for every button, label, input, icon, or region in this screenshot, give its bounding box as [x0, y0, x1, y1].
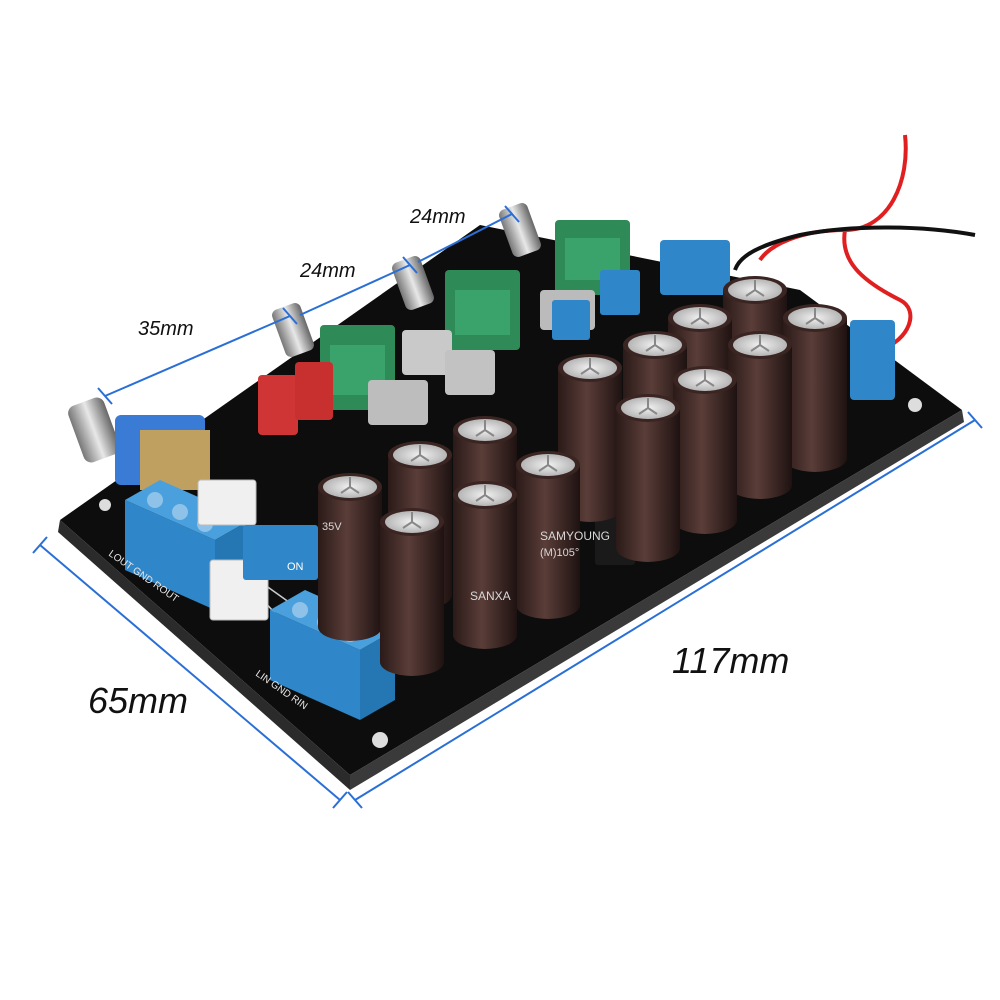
svg-text:35V: 35V: [322, 521, 342, 533]
dimension-label-length: 117mm: [672, 640, 790, 681]
capacitor-labels: SAMYOUNG (M)105° SANXA 35V: [322, 521, 610, 603]
svg-text:(M)105°: (M)105°: [540, 547, 579, 559]
dip-switch: ON: [243, 525, 318, 580]
svg-text:SAMYOUNG: SAMYOUNG: [540, 529, 610, 543]
potentiometer-3: [392, 256, 520, 350]
svg-text:ON: ON: [287, 561, 304, 573]
dimension-label-knob-spacing-1: 35mm: [138, 318, 194, 340]
dimension-lines: [32, 205, 983, 809]
potentiometer-1: [68, 397, 210, 490]
dimension-label-width: 65mm: [88, 680, 189, 721]
dimension-label-knob-spacing-3: 24mm: [410, 206, 466, 228]
power-wires: [733, 134, 976, 352]
svg-text:SANXA: SANXA: [470, 589, 511, 603]
dimension-label-knob-spacing-2: 24mm: [300, 260, 356, 282]
